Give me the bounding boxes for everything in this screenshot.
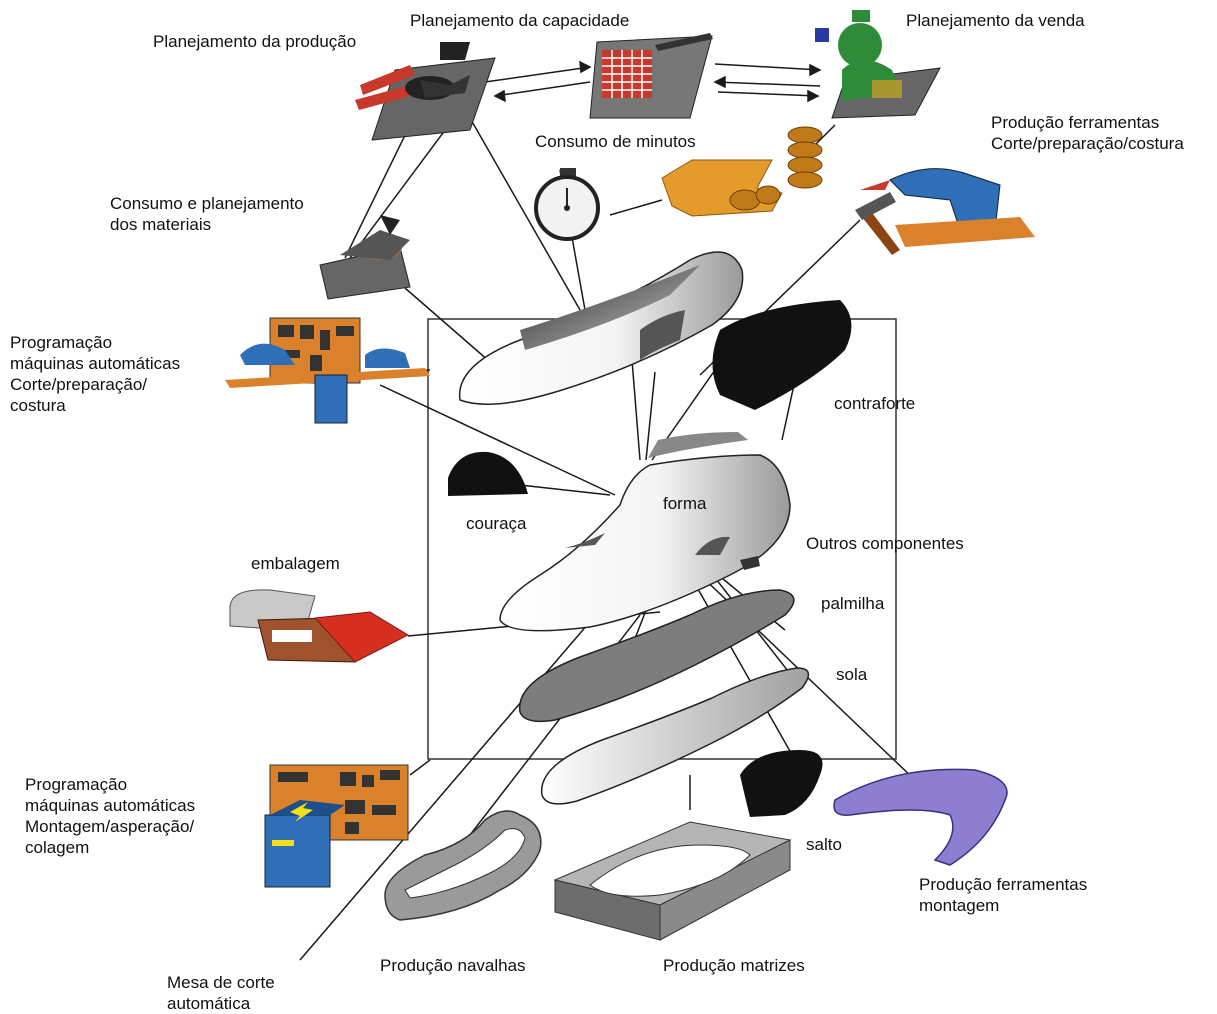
label-producao-ferramentas-corte: Produção ferramentas Corte/preparação/co… <box>991 112 1184 154</box>
label-embalagem: embalagem <box>251 553 340 574</box>
label-producao-navalhas: Produção navalhas <box>380 955 526 976</box>
stopwatch-icon <box>536 168 598 239</box>
label-producao-matrizes: Produção matrizes <box>663 955 805 976</box>
label-palmilha: palmilha <box>821 593 884 614</box>
materials-icon <box>320 215 410 299</box>
assembly-automation-icon <box>265 765 408 887</box>
label-programacao-montagem: Programação máquinas automáticas Montage… <box>25 774 195 858</box>
die-block-icon <box>555 822 790 940</box>
label-salto: salto <box>806 834 842 855</box>
sewing-machine-icon <box>855 169 1035 255</box>
label-planejamento-producao: Planejamento da produção <box>153 31 356 52</box>
couraca-part <box>448 452 528 496</box>
label-planejamento-capacidade: Planejamento da capacidade <box>410 10 629 31</box>
heel-tool-icon <box>834 769 1007 865</box>
label-planejamento-venda: Planejamento da venda <box>906 10 1085 31</box>
packaging-box-icon <box>230 590 408 662</box>
shoe-upper <box>460 252 743 404</box>
label-consumo-materiais: Consumo e planejamento dos materiais <box>110 193 304 235</box>
label-outros-componentes: Outros componentes <box>806 533 964 554</box>
label-producao-ferramentas-montagem: Produção ferramentas montagem <box>919 874 1087 916</box>
label-forma: forma <box>663 493 706 514</box>
label-consumo-minutos: Consumo de minutos <box>535 131 696 152</box>
label-mesa-corte: Mesa de corte automática <box>167 972 275 1014</box>
label-contraforte: contraforte <box>834 393 915 414</box>
label-couraca: couraça <box>466 513 526 534</box>
capacity-planning-icon <box>590 33 713 118</box>
label-sola: sola <box>836 664 867 685</box>
label-programacao-corte: Programação máquinas automáticas Corte/p… <box>10 332 180 416</box>
salto-part <box>740 750 823 817</box>
cutting-automation-icon <box>225 318 430 423</box>
contraforte-part <box>713 300 852 410</box>
